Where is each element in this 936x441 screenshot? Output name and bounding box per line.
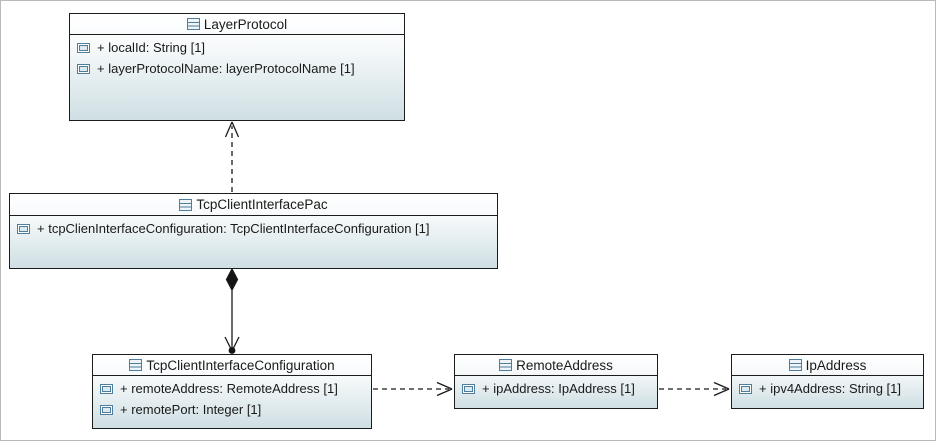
class-attribute-compartment: + remoteAddress: RemoteAddress [1] + rem…: [93, 376, 371, 420]
connector-dependency-to-layerprotocol[interactable]: [224, 121, 240, 192]
attribute-text: + tcpClienInterfaceConfiguration: TcpCli…: [37, 221, 430, 236]
attribute-row[interactable]: + ipv4Address: String [1]: [732, 378, 923, 399]
attribute-icon: [100, 383, 113, 394]
attribute-text: + remotePort: Integer [1]: [120, 402, 262, 417]
attribute-text: + layerProtocolName: layerProtocolName […: [97, 61, 355, 76]
class-name: IpAddress: [805, 357, 867, 373]
attribute-row[interactable]: + localId: String [1]: [70, 37, 404, 58]
class-box-remoteaddress[interactable]: RemoteAddress + ipAddress: IpAddress [1]: [454, 354, 658, 409]
attribute-row[interactable]: + ipAddress: IpAddress [1]: [455, 378, 657, 399]
class-name: RemoteAddress: [516, 357, 613, 373]
class-box-tcpclientinterfacepac[interactable]: TcpClientInterfacePac + tcpClienInterfac…: [9, 193, 498, 269]
attribute-icon: [739, 383, 752, 394]
class-attribute-compartment: + ipv4Address: String [1]: [732, 376, 923, 399]
class-box-layerprotocol[interactable]: LayerProtocol + localId: String [1] + la…: [69, 13, 405, 121]
attribute-icon: [100, 404, 113, 415]
class-icon: [186, 18, 200, 30]
attribute-text: + ipv4Address: String [1]: [759, 381, 901, 396]
connector-composition-to-configuration[interactable]: [224, 267, 240, 354]
class-header[interactable]: LayerProtocol: [70, 14, 404, 35]
attribute-icon: [77, 42, 90, 53]
class-box-tcpclientinterfaceconfiguration[interactable]: TcpClientInterfaceConfiguration + remote…: [92, 354, 372, 429]
class-box-ipaddress[interactable]: IpAddress + ipv4Address: String [1]: [731, 354, 924, 409]
class-name: LayerProtocol: [203, 16, 288, 32]
connector-dependency-to-ipaddress[interactable]: [659, 381, 730, 397]
class-header[interactable]: TcpClientInterfacePac: [10, 194, 497, 216]
connector-dependency-to-remoteaddress[interactable]: [373, 381, 453, 397]
attribute-icon: [77, 63, 90, 74]
class-icon: [179, 198, 193, 211]
class-icon: [129, 359, 143, 371]
attribute-icon: [17, 223, 30, 234]
class-name: TcpClientInterfaceConfiguration: [146, 357, 335, 373]
class-name: TcpClientInterfacePac: [196, 197, 328, 212]
attribute-text: + ipAddress: IpAddress [1]: [482, 381, 635, 396]
class-header[interactable]: IpAddress: [732, 355, 923, 376]
class-attribute-compartment: + tcpClienInterfaceConfiguration: TcpCli…: [10, 216, 497, 239]
class-icon: [499, 359, 513, 371]
attribute-icon: [462, 383, 475, 394]
class-header[interactable]: TcpClientInterfaceConfiguration: [93, 355, 371, 376]
attribute-text: + remoteAddress: RemoteAddress [1]: [120, 381, 338, 396]
attribute-row[interactable]: + remoteAddress: RemoteAddress [1]: [93, 378, 371, 399]
class-icon: [788, 359, 802, 371]
class-attribute-compartment: + ipAddress: IpAddress [1]: [455, 376, 657, 399]
attribute-row[interactable]: + layerProtocolName: layerProtocolName […: [70, 58, 404, 79]
attribute-text: + localId: String [1]: [97, 40, 206, 55]
class-attribute-compartment: + localId: String [1] + layerProtocolNam…: [70, 35, 404, 79]
class-header[interactable]: RemoteAddress: [455, 355, 657, 376]
attribute-row[interactable]: + remotePort: Integer [1]: [93, 399, 371, 420]
attribute-row[interactable]: + tcpClienInterfaceConfiguration: TcpCli…: [10, 218, 497, 239]
